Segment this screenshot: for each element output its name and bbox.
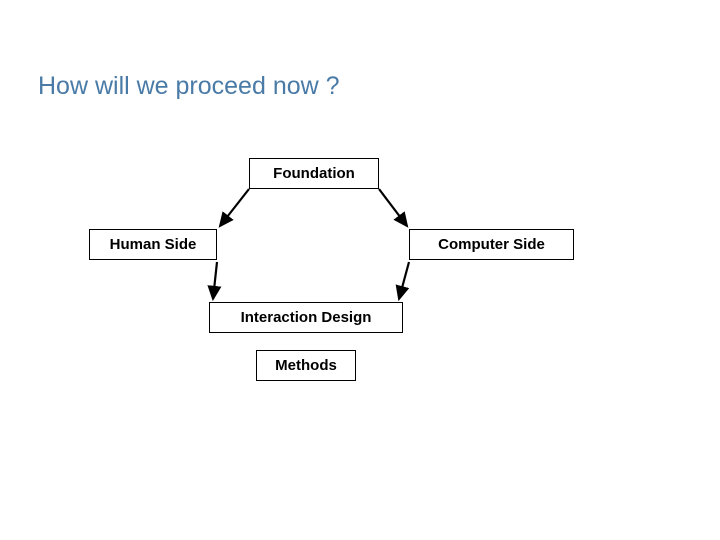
node-computer-side[interactable]: Computer Side: [409, 229, 574, 260]
connector-foundation-to-computer-side: [378, 188, 409, 228]
node-interaction-design[interactable]: Interaction Design: [209, 302, 403, 333]
node-methods[interactable]: Methods: [256, 350, 356, 381]
node-foundation[interactable]: Foundation: [249, 158, 379, 189]
connector-foundation-to-human-side: [218, 188, 250, 228]
page-title: How will we proceed now ?: [38, 72, 340, 100]
connector-human-side-to-interaction-design: [207, 261, 222, 302]
node-methods-label: Methods: [275, 357, 337, 374]
node-foundation-label: Foundation: [273, 165, 355, 182]
node-human-side[interactable]: Human Side: [89, 229, 217, 260]
node-human-side-label: Human Side: [109, 236, 197, 253]
node-interaction-design-label: Interaction Design: [240, 309, 372, 326]
connector-computer-side-to-interaction-design: [395, 261, 411, 302]
node-computer-side-label: Computer Side: [438, 236, 545, 253]
